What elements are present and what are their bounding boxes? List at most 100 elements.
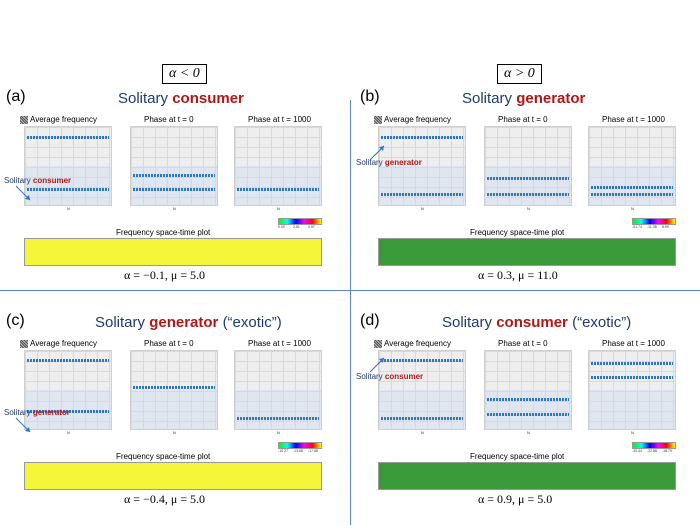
oscillator-dot-row [133, 386, 215, 390]
phase-t0-plot [484, 350, 572, 430]
oscillator-dot-row [381, 136, 463, 140]
plot-grid [25, 351, 111, 429]
title-prefix: Solitary [462, 90, 513, 107]
colorbar-tick-label: -18.79 [662, 449, 672, 453]
phase-t1000-plot [588, 126, 676, 206]
space-time-plot-title: Frequency space-time plot [116, 228, 211, 237]
annotation-prefix: Solitary [356, 158, 383, 167]
annotation-prefix: Solitary [356, 372, 383, 381]
annotation-prefix: Solitary [4, 176, 31, 185]
plot-subtitle: Average frequency [384, 339, 452, 348]
title-prefix: Solitary [118, 90, 169, 107]
colorbar-tick-label: 0.00 [278, 225, 285, 229]
annotation-role: generator [32, 408, 70, 417]
plot-subtitle: Phase at t = 1000 [602, 115, 665, 124]
panel-label: (b) [360, 88, 380, 105]
axis-n-label: N [421, 206, 424, 211]
colorbar [278, 218, 322, 225]
parameter-values: α = −0.4, μ = 5.0 [124, 492, 206, 506]
annotation-role: consumer [32, 176, 72, 185]
annotation-arrow-icon [369, 145, 385, 161]
oscillator-dot-row [591, 186, 673, 190]
plot-grid [25, 127, 111, 205]
parameter-values: α = 0.3, μ = 11.0 [478, 268, 558, 282]
panel-title: Solitary generator (“exotic”) [95, 314, 282, 331]
phase-t0-plot [130, 126, 218, 206]
plot-grid [131, 351, 217, 429]
colorbar-tick-label: -11.38 [647, 225, 657, 229]
colorbar [632, 218, 676, 225]
oscillator-dot-row [133, 187, 215, 191]
oscillator-dot-row [237, 417, 319, 421]
plot-subtitle: Average frequency [30, 115, 98, 124]
colorbar [278, 442, 322, 449]
frequency-space-time-plot [24, 462, 322, 490]
annotation-role: generator [384, 158, 422, 167]
colorbar-tick-label: -30.44 [632, 449, 642, 453]
vertical-divider [350, 100, 351, 525]
header-alpha-positive: α > 0 [497, 64, 542, 84]
oscillator-dot-row [381, 192, 463, 196]
frequency-space-time-plot [378, 462, 676, 490]
space-time-plot-title: Frequency space-time plot [470, 452, 565, 461]
average-frequency-plot [378, 126, 466, 206]
average-frequency-plot [378, 350, 466, 430]
panel-label: (a) [6, 88, 26, 105]
title-suffix: (“exotic”) [222, 314, 282, 331]
axis-n-label: N [527, 206, 530, 211]
oscillator-dot-row [487, 192, 569, 196]
phase-t1000-plot [234, 350, 322, 430]
title-role: generator [149, 314, 219, 331]
qr-icon [374, 340, 382, 348]
solitary-annotation: Solitary consumer [356, 372, 423, 381]
oscillator-dot-row [591, 375, 673, 379]
annotation-arrow-icon [15, 417, 31, 433]
axis-n-label: N [67, 206, 70, 211]
phase-t0-plot [484, 126, 572, 206]
oscillator-dot-row [487, 413, 569, 417]
axis-n-label: N [421, 430, 424, 435]
plot-subtitle: Phase at t = 0 [144, 115, 194, 124]
colorbar-tick-label: -10.27 [278, 449, 288, 453]
axis-n-label: N [67, 430, 70, 435]
panel-title: Solitary consumer (“exotic”) [442, 314, 631, 331]
plot-grid [235, 351, 321, 429]
title-suffix: (“exotic”) [572, 314, 632, 331]
oscillator-dot-row [381, 417, 463, 421]
plot-subtitle: Phase at t = 0 [144, 339, 194, 348]
axis-n-label: N [631, 206, 634, 211]
horizontal-divider [0, 290, 700, 291]
title-prefix: Solitary [95, 314, 146, 331]
annotation-prefix: Solitary [4, 408, 31, 417]
plot-subtitle: Phase at t = 1000 [602, 339, 665, 348]
solitary-annotation: Solitary consumer [4, 176, 71, 185]
plot-grid [235, 127, 321, 205]
plot-grid [485, 127, 571, 205]
axis-n-label: N [631, 430, 634, 435]
colorbar-tick-label: -22.88 [647, 449, 657, 453]
panel-c: (c) Solitary generator (“exotic”) Average … [4, 312, 351, 506]
panel-title: Solitary generator [462, 90, 585, 107]
panel-d: (d)Solitary consumer (“exotic”)Average f… [356, 312, 700, 506]
axis-n-label: N [277, 430, 280, 435]
oscillator-dot-row [27, 358, 109, 362]
plot-subtitle: Phase at t = 0 [498, 339, 548, 348]
oscillator-dot-row [133, 173, 215, 177]
frequency-space-time-plot [378, 238, 676, 266]
panel-label: (c) [6, 312, 25, 329]
axis-n-label: N [173, 430, 176, 435]
plot-subtitle: Average frequency [384, 115, 452, 124]
plot-subtitle: Phase at t = 1000 [248, 115, 311, 124]
annotation-role: consumer [384, 372, 424, 381]
plot-subtitle: Average frequency [30, 339, 98, 348]
oscillator-dot-row [237, 187, 319, 191]
solitary-annotation: Solitary generator [356, 158, 422, 167]
qr-icon [20, 116, 28, 124]
oscillator-dot-row [487, 176, 569, 180]
plot-subtitle: Phase at t = 0 [498, 115, 548, 124]
space-time-plot-title: Frequency space-time plot [470, 228, 565, 237]
oscillator-dot-row [591, 192, 673, 196]
colorbar-tick-label: 8.99 [662, 225, 669, 229]
